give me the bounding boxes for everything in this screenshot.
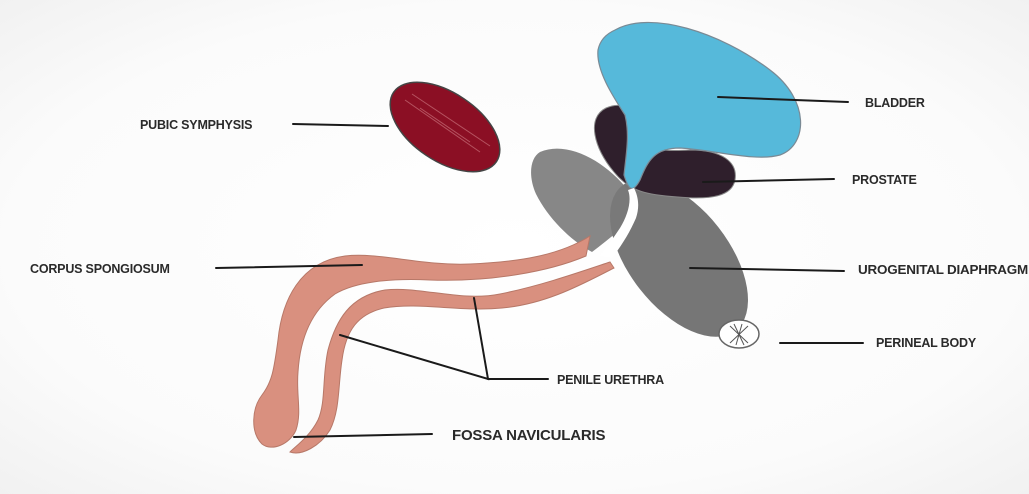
label-urogenital-diaphragm: UROGENITAL DIAPHRAGM [858, 263, 1028, 277]
pubic-symphysis-leader [293, 124, 388, 126]
pubic-symphysis-shape [375, 64, 516, 190]
label-bladder: BLADDER [865, 96, 925, 110]
label-fossa-navicularis: FOSSA NAVICULARIS [452, 427, 605, 444]
label-corpus-spongiosum: CORPUS SPONGIOSUM [30, 262, 170, 276]
label-perineal-body: PERINEAL BODY [876, 336, 977, 350]
label-prostate: PROSTATE [852, 173, 917, 187]
corpus-spongiosum-shape [254, 236, 590, 447]
label-penile-urethra: PENILE URETHRA [557, 373, 664, 387]
label-pubic-symphysis: PUBIC SYMPHYSIS [140, 118, 252, 132]
